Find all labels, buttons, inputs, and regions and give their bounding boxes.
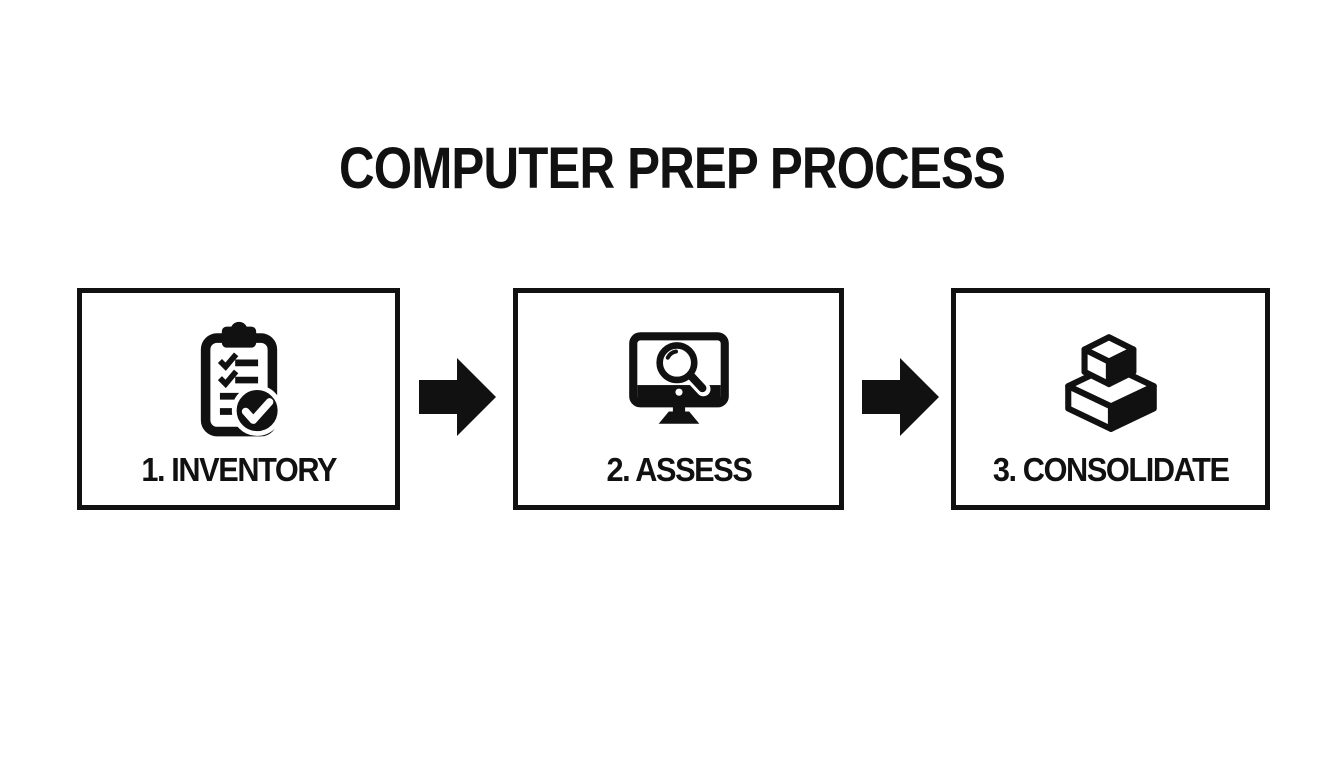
page-title: COMPUTER PREP PROCESS — [338, 136, 1006, 201]
step-box-assess: 2. ASSESS — [513, 288, 844, 510]
arrow-right-icon — [419, 355, 499, 439]
stacked-boxes-icon — [1056, 317, 1166, 445]
step-label-consolidate: 3. CONSOLIDATE — [992, 451, 1230, 488]
arrow-right-icon — [862, 355, 942, 439]
step-box-inventory: 1. INVENTORY — [77, 288, 400, 510]
monitor-magnifier-icon — [618, 317, 740, 445]
step-label-inventory: 1. INVENTORY — [141, 451, 337, 488]
step-box-consolidate: 3. CONSOLIDATE — [951, 288, 1270, 510]
step-label-assess: 2. ASSESS — [606, 451, 752, 488]
clipboard-check-icon — [191, 317, 287, 445]
